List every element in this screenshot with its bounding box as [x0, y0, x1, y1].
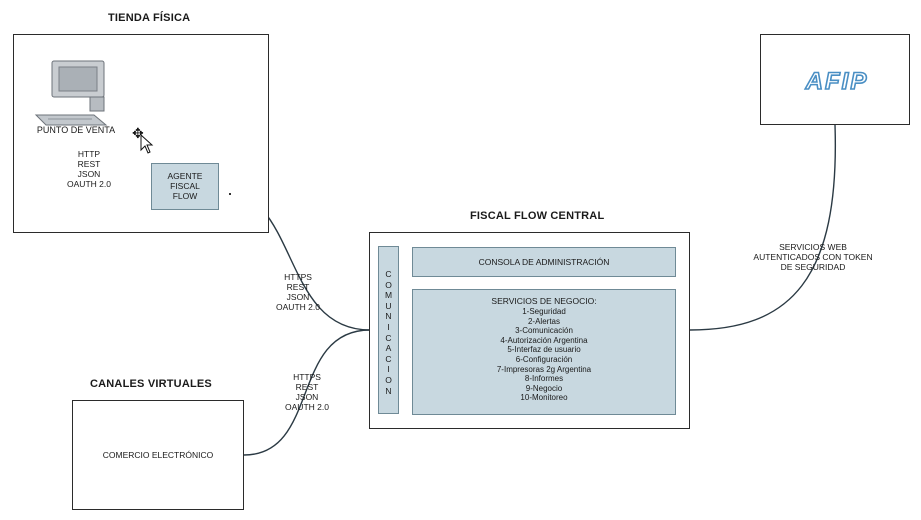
communication-letter: O: [385, 374, 392, 385]
admin-console-box: CONSOLA DE ADMINISTRACIÓN: [412, 247, 676, 277]
communication-letter: C: [385, 269, 392, 279]
communication-letter: O: [385, 279, 392, 290]
service-item: 9-Negocio: [525, 383, 563, 393]
arrow-cursor-icon: [140, 134, 154, 154]
store-title: TIENDA FÍSICA: [108, 12, 191, 24]
service-item: 2-Alertas: [527, 316, 560, 326]
service-item: 1-Seguridad: [522, 307, 566, 316]
communication-letter: A: [385, 343, 392, 354]
services-title: SERVICIOS DE NEGOCIO:: [491, 296, 597, 306]
pos-label: PUNTO DE VENTA: [36, 125, 116, 135]
service-item: 10-Monitoreo: [520, 393, 568, 403]
fiscal-agent-box: AGENTE FISCAL FLOW: [151, 163, 219, 210]
communication-letter: I: [387, 321, 390, 332]
communication-letter: I: [387, 364, 390, 375]
afip-logo: AFIP: [804, 67, 869, 95]
communication-letter: U: [385, 300, 392, 311]
central-title: FISCAL FLOW CENTRAL: [470, 210, 605, 222]
communication-letter: N: [385, 311, 392, 322]
virtual-central-protocol: HTTPS REST JSON OAUTH 2.0: [285, 372, 329, 412]
service-item: 3-Comunicación: [515, 326, 573, 336]
service-item: 5-Interfaz de usuario: [507, 345, 581, 355]
communication-letter: C: [385, 332, 392, 343]
virtual-title: CANALES VIRTUALES: [90, 378, 212, 390]
communication-letter: C: [385, 353, 392, 364]
communication-letter: N: [385, 385, 392, 396]
pos-protocol: HTTP REST JSON OAUTH 2.0: [67, 149, 111, 189]
dot-marker: [229, 193, 231, 195]
central-afip-label: SERVICIOS WEB AUTENTICADOS CON TOKEN DE …: [753, 242, 873, 272]
service-item: 4-Autorización Argentina: [500, 335, 588, 345]
move-cursor-icon: ✥: [132, 125, 144, 141]
store-central-protocol: HTTPS REST JSON OAUTH 2.0: [276, 272, 320, 312]
afip-box: AFIP: [760, 34, 910, 125]
ecommerce-label: COMERCIO ELECTRÓNICO: [102, 450, 214, 460]
virtual-box: COMERCIO ELECTRÓNICO: [72, 400, 244, 510]
connector-central-afip: [689, 124, 837, 331]
computer-icon: [34, 60, 108, 126]
service-item: 7-Impresoras 2g Argentina: [496, 364, 592, 374]
communication-letter: M: [384, 290, 393, 301]
store-box: PUNTO DE VENTA ✥ HTTP REST JSON OAUTH 2.…: [13, 34, 269, 233]
service-item: 6-Configuración: [515, 354, 573, 364]
svg-text:AFIP: AFIP: [805, 68, 869, 95]
service-item: 8-Informes: [524, 374, 564, 384]
